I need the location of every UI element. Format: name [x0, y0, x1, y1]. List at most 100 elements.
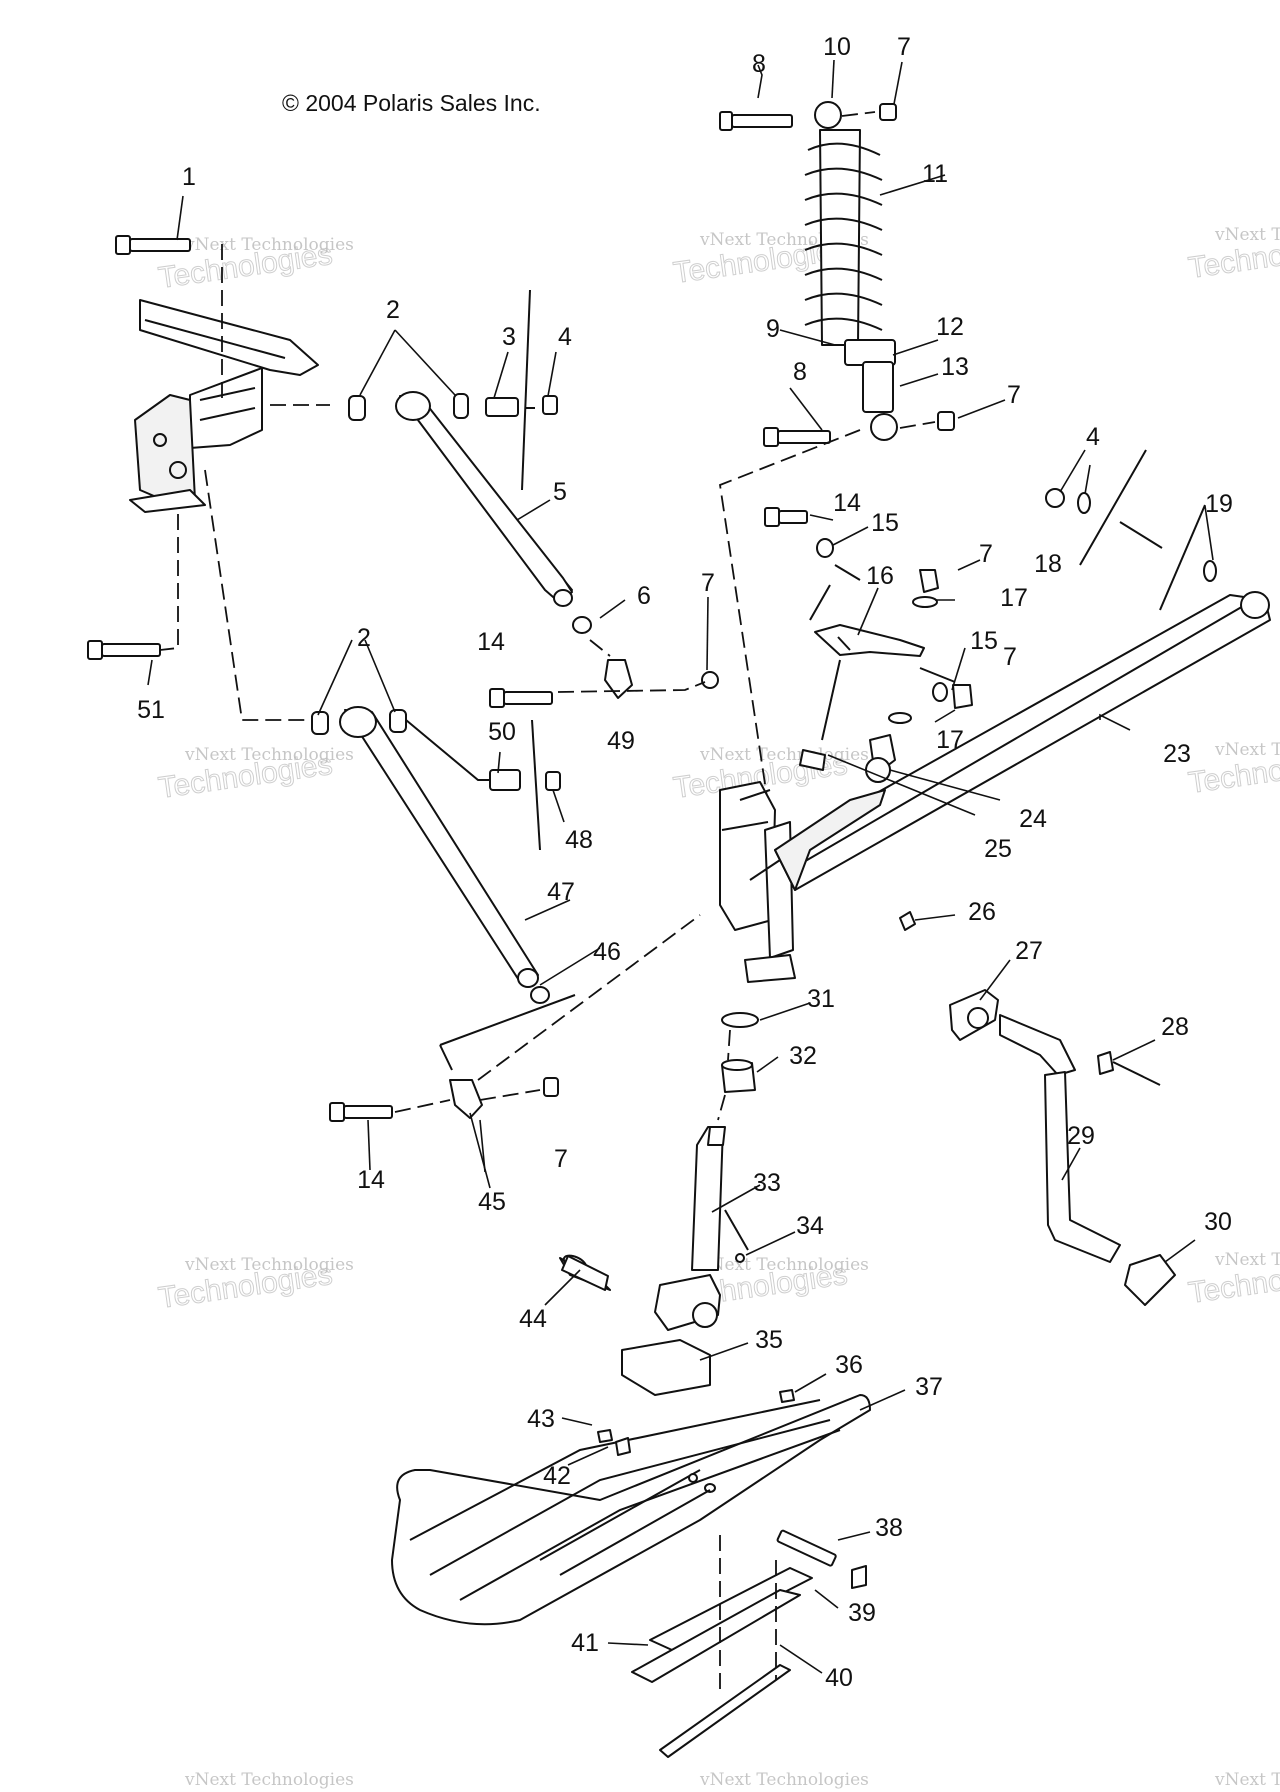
callout-32: 32 [789, 1042, 817, 1070]
watermark-line1: vNext Technologies [699, 745, 869, 765]
callout-38: 38 [875, 1514, 903, 1542]
wear-bar [631, 1529, 867, 1758]
callout-18: 18 [1034, 550, 1062, 578]
callout-24: 24 [1019, 805, 1047, 833]
watermark-line1: vNext Technologies [699, 1770, 869, 1790]
callout-30: 30 [1204, 1208, 1232, 1236]
callout-labels: 1 2 2 3 4 4 5 6 7 7 7 7 7 7 8 8 9 10 11 … [137, 33, 1233, 1692]
callout-2-lower: 2 [357, 624, 371, 652]
spindle [717, 781, 796, 1121]
callout-17-upper: 17 [1000, 584, 1028, 612]
callout-48: 48 [565, 826, 593, 854]
callout-45: 45 [478, 1188, 506, 1216]
callout-51: 51 [137, 696, 165, 724]
callout-5: 5 [553, 478, 567, 506]
callout-17-lower: 17 [936, 726, 964, 754]
watermark: vNext Technologies [699, 1770, 869, 1790]
callout-31: 31 [807, 985, 835, 1013]
callout-34: 34 [796, 1212, 824, 1240]
watermark: vNext Technologies Technologies [1186, 740, 1280, 800]
callout-37: 37 [915, 1373, 943, 1401]
frame-bracket [129, 299, 319, 513]
ski-saddle [621, 1339, 711, 1396]
radius-rod [749, 449, 1271, 931]
callout-8-bottom: 8 [793, 358, 807, 386]
watermark: vNext Technologies [1214, 1770, 1280, 1790]
watermark-line1: vNext Technologies [184, 1770, 354, 1790]
nut-36 [779, 1389, 795, 1403]
callout-7-steering: 7 [979, 540, 993, 568]
callout-29: 29 [1067, 1122, 1095, 1150]
callout-4-left: 4 [558, 323, 572, 351]
callout-28: 28 [1161, 1013, 1189, 1041]
callout-11: 11 [922, 160, 948, 188]
callout-2-upper: 2 [386, 296, 400, 324]
callout-14-upper: 14 [477, 628, 505, 656]
callout-7-lower-arm: 7 [554, 1145, 568, 1173]
steering-arm [764, 507, 973, 783]
callout-14-steering: 14 [833, 489, 861, 517]
callout-7-upper-arm: 7 [701, 569, 715, 597]
callout-15-upper: 15 [871, 509, 899, 537]
callout-49: 49 [607, 727, 635, 755]
callout-7-shock-lower: 7 [1007, 381, 1021, 409]
ski [391, 1394, 871, 1626]
callout-3: 3 [502, 323, 516, 351]
watermark: vNext Technologies Technologies [671, 745, 869, 805]
callout-16: 16 [866, 562, 894, 590]
callout-14-lower: 14 [357, 1166, 385, 1194]
callout-13: 13 [941, 353, 969, 381]
callout-36: 36 [835, 1351, 863, 1379]
callout-46: 46 [593, 938, 621, 966]
watermark: vNext Technologies Technologies [1186, 1250, 1280, 1310]
bolt-1 [115, 235, 191, 255]
watermark-line1: vNext Technologies [1214, 740, 1280, 760]
watermark-line1: vNext Technologies [1214, 225, 1280, 245]
callout-39: 39 [848, 1599, 876, 1627]
callout-12: 12 [936, 313, 964, 341]
watermark-line1: vNext Technologies [184, 745, 354, 765]
copyright-text: © 2004 Polaris Sales Inc. [282, 90, 541, 116]
callout-7-top: 7 [897, 33, 911, 61]
lower-control-arm [311, 706, 561, 1004]
callout-23: 23 [1163, 740, 1191, 768]
bolt-51 [87, 640, 161, 660]
callout-4-right: 4 [1086, 423, 1100, 451]
callout-1: 1 [182, 163, 196, 191]
callout-40: 40 [825, 1664, 853, 1692]
callout-10: 10 [823, 33, 851, 61]
watermark: vNext Technologies Technologies [156, 745, 354, 805]
watermark-line1: vNext Technologies [184, 235, 354, 255]
callout-7-tie: 7 [1003, 643, 1017, 671]
callout-8-top: 8 [752, 50, 766, 78]
callout-33: 33 [753, 1169, 781, 1197]
callout-44: 44 [519, 1305, 547, 1333]
callout-43: 43 [527, 1405, 555, 1433]
callout-19: 19 [1205, 490, 1233, 518]
callout-15-lower: 15 [970, 627, 998, 655]
watermark-line1: vNext Technologies [1214, 1250, 1280, 1270]
bolt-14-upper [489, 688, 553, 708]
shock-absorber [719, 101, 955, 447]
spindle-shaft [559, 1126, 749, 1331]
leader-lines [147, 59, 1214, 1674]
callout-26: 26 [968, 898, 996, 926]
callout-9: 9 [766, 315, 780, 343]
watermark: vNext Technologies Technologies [1186, 225, 1280, 285]
bolt-14-lower [329, 1102, 393, 1122]
callout-27: 27 [1015, 937, 1043, 965]
upper-control-arm [348, 289, 719, 699]
callout-25: 25 [984, 835, 1012, 863]
watermark-line1: vNext Technologies [1214, 1770, 1280, 1790]
callout-35: 35 [755, 1326, 783, 1354]
watermarks: vNext Technologies Technologies vNext Te… [156, 225, 1280, 1790]
callout-50: 50 [488, 718, 516, 746]
watermark: vNext Technologies Technologies [156, 1255, 354, 1315]
watermark-line1: vNext Technologies [184, 1255, 354, 1275]
callout-6: 6 [637, 582, 651, 610]
callout-42: 42 [543, 1462, 571, 1490]
callout-47: 47 [547, 878, 575, 906]
callout-41: 41 [571, 1629, 599, 1657]
stabilizer-bar [949, 989, 1176, 1306]
